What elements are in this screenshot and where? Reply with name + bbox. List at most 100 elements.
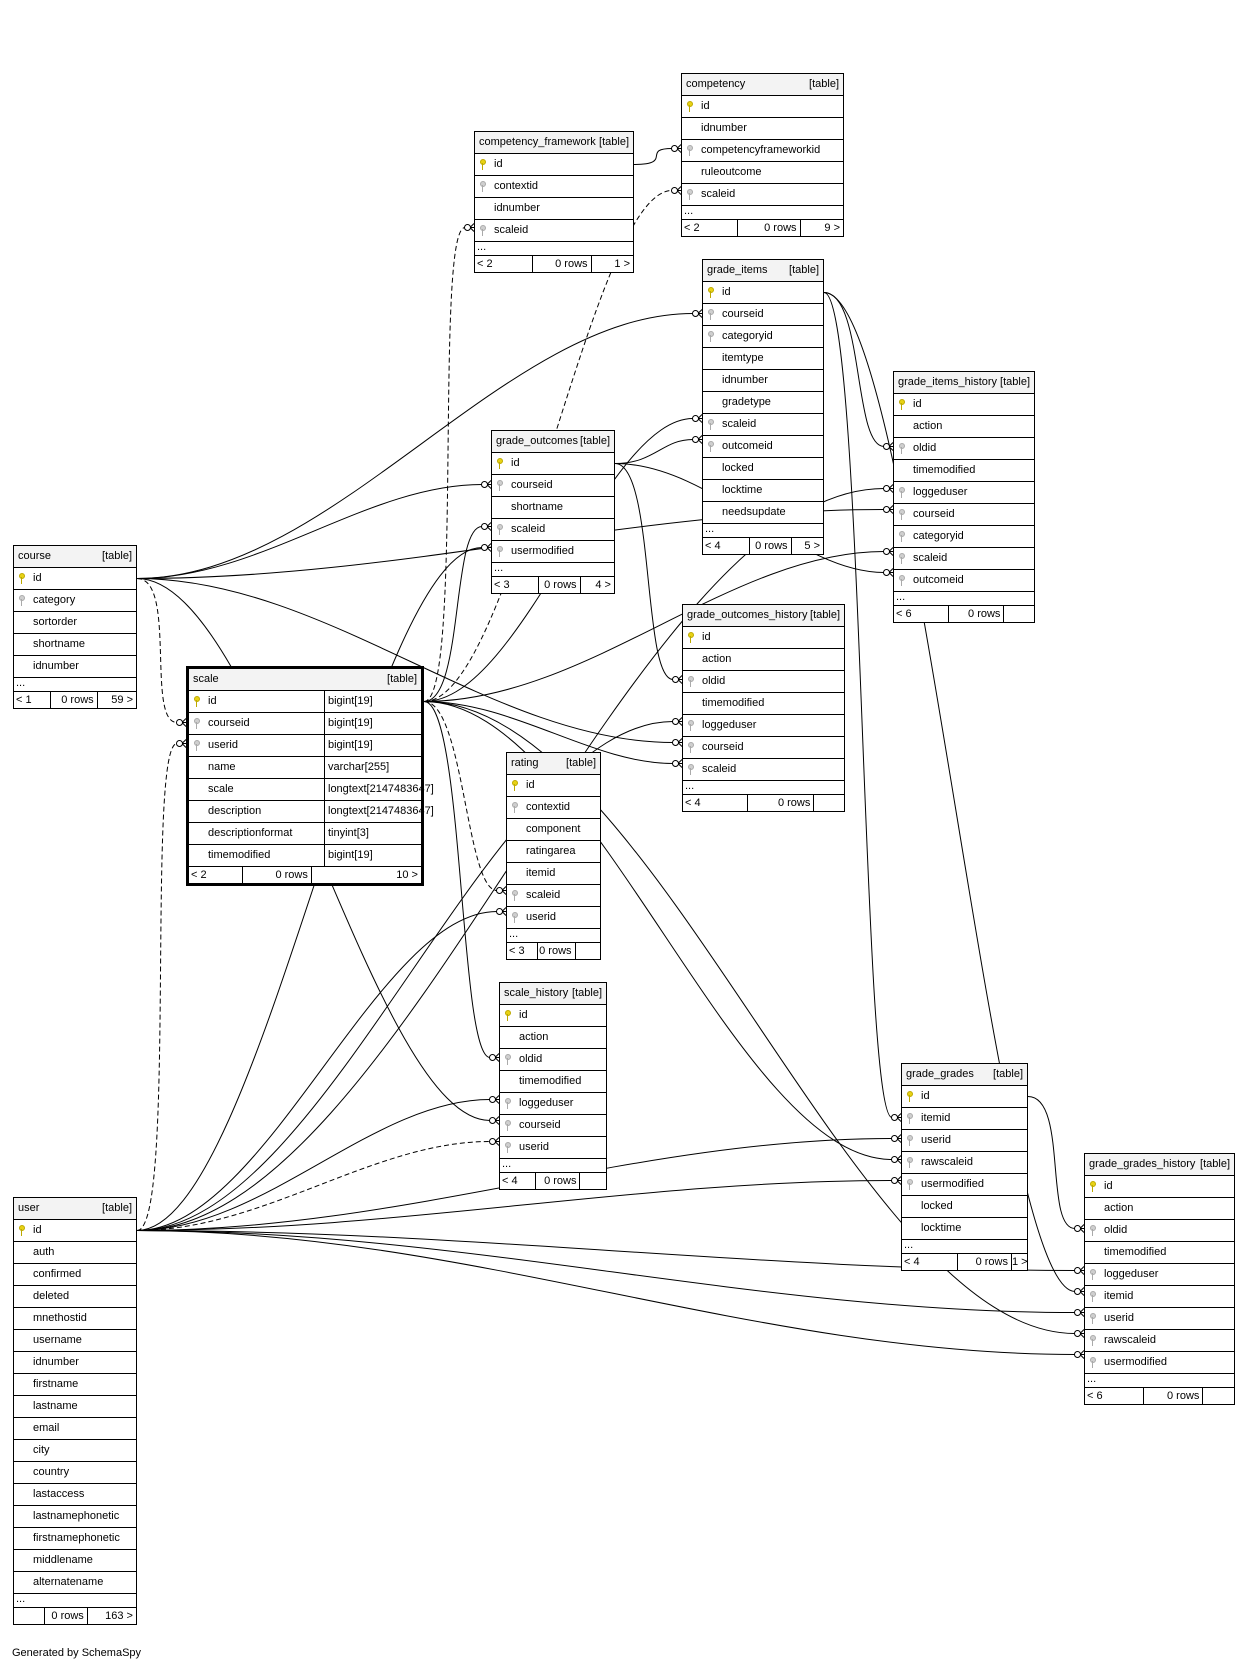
column-name[interactable]: usermodified (492, 541, 614, 562)
row-count[interactable]: 0 rows (738, 220, 801, 236)
table-name[interactable]: grade_outcomes (496, 435, 578, 447)
column-name[interactable]: scale (189, 779, 325, 800)
table-name[interactable]: grade_outcomes_history (687, 609, 808, 621)
column-name[interactable]: courseid (703, 304, 823, 325)
column-name[interactable]: timemodified (500, 1071, 606, 1092)
table-name[interactable]: scale_history (504, 987, 569, 999)
column-name[interactable]: courseid (683, 737, 844, 758)
children-count[interactable]: 4 > (595, 579, 611, 591)
column-name[interactable]: loggeduser (1085, 1264, 1234, 1285)
row-count[interactable]: 0 rows (243, 867, 312, 883)
column-name[interactable]: loggeduser (894, 482, 1034, 503)
table-header[interactable]: user[table] (14, 1198, 136, 1220)
table-name[interactable]: user (18, 1202, 40, 1214)
parents-count[interactable]: < 4 (683, 795, 749, 811)
column-row[interactable]: id (492, 453, 614, 475)
children-count[interactable] (1004, 606, 1034, 622)
column-row[interactable]: auth (14, 1242, 136, 1264)
column-row[interactable]: idnumber (475, 198, 633, 220)
children-count[interactable]: 163 > (105, 1610, 133, 1622)
column-row[interactable]: id (683, 627, 844, 649)
table-name[interactable]: grade_items (707, 264, 768, 276)
parents-count[interactable]: < 3 (507, 943, 539, 959)
column-row[interactable]: shortname (14, 634, 136, 656)
column-name[interactable]: userid (507, 907, 600, 928)
column-name[interactable]: userid (189, 735, 325, 756)
parents-count[interactable]: < 1 (14, 692, 52, 708)
column-row[interactable]: action (894, 416, 1034, 438)
column-name[interactable]: action (1085, 1198, 1234, 1219)
table-header[interactable]: grade_outcomes[table] (492, 431, 614, 453)
row-count[interactable]: 0 rows (949, 606, 1005, 622)
column-row[interactable]: id (475, 154, 633, 176)
column-row[interactable]: oldid (683, 671, 844, 693)
column-name[interactable]: timemodified (1085, 1242, 1234, 1263)
row-count[interactable]: 0 rows (538, 943, 576, 959)
children-count[interactable]: 1 > (1012, 1256, 1028, 1268)
column-row[interactable]: courseid (894, 504, 1034, 526)
table-header[interactable]: grade_items[table] (703, 260, 823, 282)
column-row[interactable]: idnumber (14, 656, 136, 678)
column-row[interactable]: shortname (492, 497, 614, 519)
column-row[interactable]: oldid (1085, 1220, 1234, 1242)
column-row[interactable]: scaleid (475, 220, 633, 242)
column-row[interactable]: rawscaleid (1085, 1330, 1234, 1352)
column-name[interactable]: scaleid (492, 519, 614, 540)
column-name[interactable]: component (507, 819, 600, 840)
column-row[interactable]: scaleid (507, 885, 600, 907)
column-name[interactable]: competencyframeworkid (682, 140, 843, 161)
column-name[interactable]: idnumber (14, 1352, 136, 1373)
children-count[interactable]: 1 > (614, 258, 630, 270)
column-row[interactable]: action (683, 649, 844, 671)
table-header[interactable]: grade_items_history[table] (894, 372, 1034, 394)
table-name[interactable]: competency_framework (479, 136, 596, 148)
parents-count[interactable]: < 2 (189, 867, 243, 883)
column-row[interactable]: category (14, 590, 136, 612)
column-row[interactable]: categoryid (703, 326, 823, 348)
row-count[interactable]: 0 rows (539, 577, 581, 593)
column-name[interactable]: name (189, 757, 325, 778)
column-row[interactable]: action (1085, 1198, 1234, 1220)
children-count[interactable]: 10 > (396, 869, 418, 881)
column-name[interactable]: locktime (703, 480, 823, 501)
column-row[interactable]: usermodified (902, 1174, 1027, 1196)
row-count[interactable]: 0 rows (748, 795, 815, 811)
column-name[interactable]: categoryid (703, 326, 823, 347)
column-row[interactable]: username (14, 1330, 136, 1352)
column-name[interactable]: itemtype (703, 348, 823, 369)
column-name[interactable]: oldid (894, 438, 1034, 459)
column-name[interactable]: lastname (14, 1396, 136, 1417)
column-row[interactable]: usermodified (1085, 1352, 1234, 1374)
column-name[interactable]: userid (500, 1137, 606, 1158)
column-name[interactable]: id (14, 568, 136, 589)
column-row[interactable]: locked (703, 458, 823, 480)
column-name[interactable]: deleted (14, 1286, 136, 1307)
column-name[interactable]: shortname (492, 497, 614, 518)
column-row[interactable]: itemid (902, 1108, 1027, 1130)
column-name[interactable]: idnumber (682, 118, 843, 139)
table-name[interactable]: grade_items_history (898, 376, 998, 388)
parents-count[interactable] (14, 1608, 46, 1624)
column-name[interactable]: courseid (189, 713, 325, 734)
column-row[interactable]: email (14, 1418, 136, 1440)
column-row[interactable]: firstnamephonetic (14, 1528, 136, 1550)
column-row[interactable]: courseid (683, 737, 844, 759)
column-name[interactable]: confirmed (14, 1264, 136, 1285)
column-name[interactable]: action (894, 416, 1034, 437)
column-name[interactable]: itemid (507, 863, 600, 884)
column-row[interactable]: usermodified (492, 541, 614, 563)
column-name[interactable]: usermodified (1085, 1352, 1234, 1373)
row-count[interactable]: 0 rows (45, 1608, 88, 1624)
table-header[interactable]: scale_history[table] (500, 983, 606, 1005)
column-name[interactable]: scaleid (683, 759, 844, 780)
column-name[interactable]: ratingarea (507, 841, 600, 862)
